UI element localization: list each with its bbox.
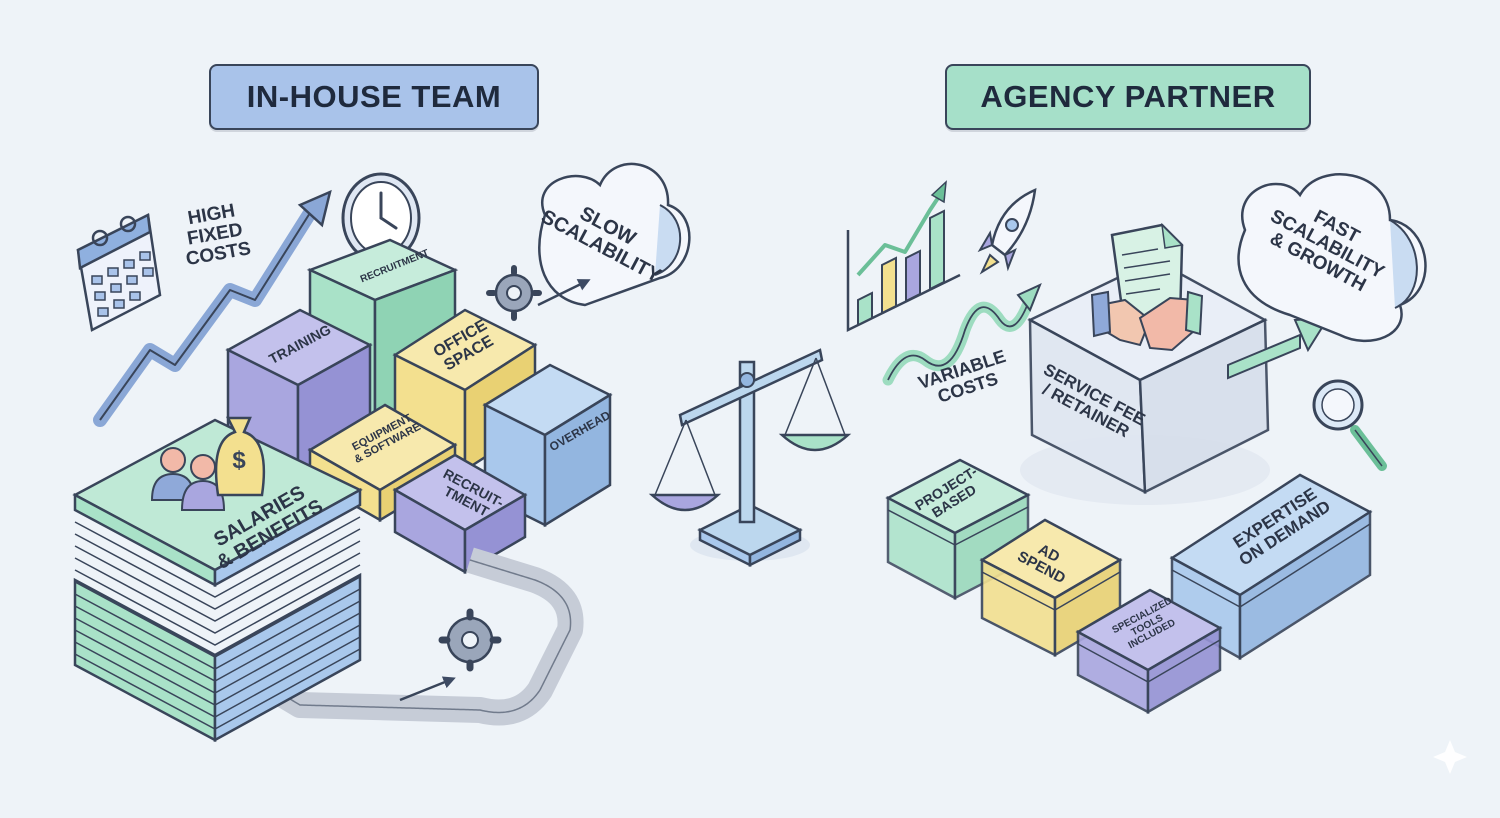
sparkle-icon <box>1433 740 1467 774</box>
gear-to-cloud-arrow <box>537 279 591 307</box>
fast-scalability-cloud <box>1237 173 1427 343</box>
gear-icon <box>486 265 542 321</box>
expertise-box <box>1169 473 1373 661</box>
in-house-team-title: IN-HOUSE TEAM <box>209 64 539 130</box>
clock-icon <box>341 172 421 264</box>
rocket-icon <box>977 187 1037 275</box>
rising-cost-arrow <box>93 189 332 427</box>
magnifier-icon <box>1312 379 1387 471</box>
people-icon <box>150 447 226 511</box>
ad-spend-box <box>979 518 1123 658</box>
gear-icon-lower <box>438 608 502 672</box>
conveyor-path <box>268 547 584 726</box>
growth-chart-icon <box>846 180 961 333</box>
calendar-icon <box>76 213 162 332</box>
agency-partner-title: AGENCY PARTNER <box>945 64 1311 130</box>
money-bag-icon <box>214 416 266 497</box>
dollar-symbol: $ <box>232 447 246 474</box>
handshake-icon <box>1090 290 1204 352</box>
variable-costs-arrow <box>882 283 1042 386</box>
balance-scale-icon <box>648 348 852 568</box>
specialized-tools-box <box>1075 588 1223 715</box>
slow-scalability-cloud <box>538 162 691 307</box>
